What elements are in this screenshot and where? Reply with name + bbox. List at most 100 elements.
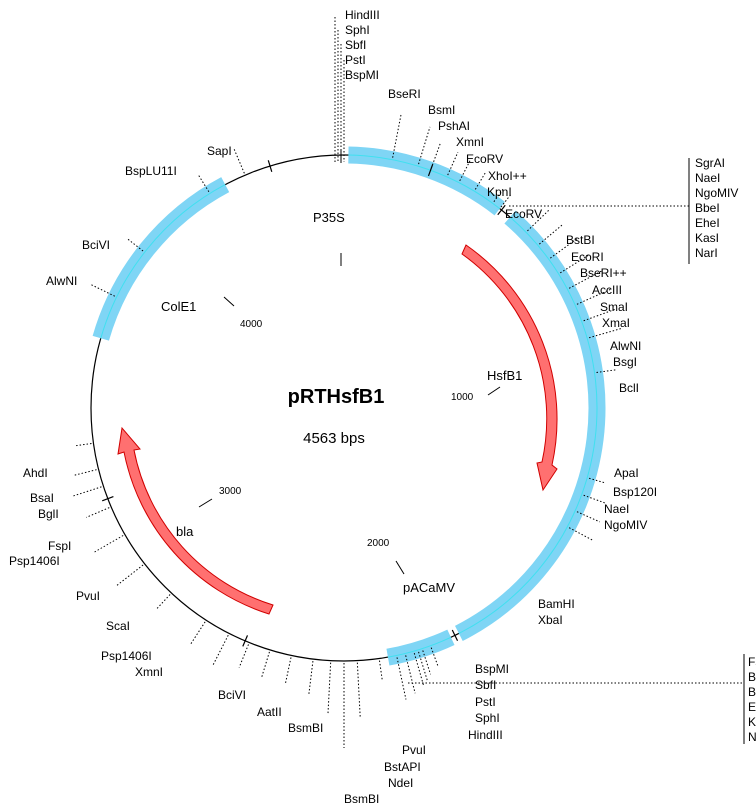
site-leader-33 bbox=[261, 651, 270, 678]
site-bsmi-top: BsmI bbox=[428, 103, 455, 117]
cut-mark-f bbox=[267, 160, 273, 172]
site-psti-top: PstI bbox=[345, 53, 366, 67]
site-leader-47 bbox=[233, 148, 245, 174]
site-ahdi: AhdI bbox=[23, 466, 48, 480]
tick-mark-1000 bbox=[487, 386, 501, 396]
site-leader-8 bbox=[527, 209, 550, 232]
site-leader-27 bbox=[378, 660, 383, 682]
site-bcli: BclI bbox=[619, 381, 639, 395]
site-xmai: XmaI bbox=[602, 316, 630, 330]
cut-mark-c bbox=[451, 629, 459, 642]
site-leader-37 bbox=[155, 594, 171, 611]
site-alwni-right: AlwNI bbox=[610, 339, 641, 353]
site-leader-44 bbox=[91, 284, 116, 297]
bla-arrow bbox=[117, 426, 274, 615]
site-leader-32 bbox=[284, 657, 292, 684]
site-leader-5 bbox=[474, 171, 487, 190]
site-leader-30 bbox=[327, 662, 332, 714]
site-alwni-left: AlwNI bbox=[46, 274, 77, 288]
site-leader-24 bbox=[413, 652, 425, 687]
site-leader-4 bbox=[459, 160, 471, 182]
site-ngomiv-group: NgoMIV bbox=[695, 186, 738, 200]
site-pvui-left: PvuI bbox=[76, 589, 100, 603]
site-leader-18 bbox=[583, 494, 606, 504]
site-leader-7 bbox=[500, 193, 512, 208]
site-psp1406i-bottom: Psp1406I bbox=[101, 649, 152, 663]
site-fspi-left: FspI bbox=[48, 539, 71, 553]
site-leader-40 bbox=[86, 507, 110, 518]
tick-mark-3000 bbox=[198, 498, 213, 508]
arc-p35s-edge bbox=[348, 154, 501, 210]
site-bspmi-lower: BspMI bbox=[475, 662, 509, 676]
site-leader-31 bbox=[308, 661, 314, 696]
site-bseri-top: BseRI bbox=[388, 87, 421, 101]
site-bbei-group: BbeI bbox=[695, 201, 720, 215]
cut-mark-b bbox=[497, 204, 506, 216]
site-bsmbi-bottom: BsmBI bbox=[344, 792, 379, 806]
feature-label-hsfb1: HsfB1 bbox=[487, 368, 522, 383]
site-leader-17 bbox=[588, 477, 606, 484]
tick-label-2000: 2000 bbox=[367, 538, 390, 549]
cut-mark-a bbox=[427, 164, 434, 177]
site-leader-3 bbox=[447, 152, 459, 176]
tick-mark-2000 bbox=[395, 560, 405, 575]
site-hindiii-top: HindIII bbox=[345, 8, 380, 22]
site-ehei-group: EheI bbox=[695, 216, 720, 230]
site-bsplu11i: BspLU11I bbox=[125, 164, 177, 178]
site-sbfi-lower: SbfI bbox=[475, 678, 496, 692]
site-bstapi: BstAPI bbox=[384, 760, 421, 774]
site-bcivi-left: BciVI bbox=[82, 238, 110, 252]
site-leaders bbox=[72, 113, 623, 748]
site-leader-0 bbox=[392, 113, 402, 158]
site-leader-28 bbox=[356, 662, 361, 718]
arc-pacamv bbox=[386, 629, 455, 666]
site-bseri-right: BseRI++ bbox=[580, 266, 627, 280]
site-bsmbi-left: BsmBI bbox=[288, 721, 323, 735]
site-naei-group: NaeI bbox=[695, 171, 720, 185]
site-apai: ApaI bbox=[614, 466, 639, 480]
site-bstbi: BstBI bbox=[566, 233, 595, 247]
hsfb1-arrow bbox=[461, 244, 558, 492]
site-bgli-group: BglI bbox=[748, 670, 756, 684]
arc-cole1-edge bbox=[100, 184, 226, 339]
site-nari-group: NarI bbox=[695, 246, 718, 260]
site-bspmi-top: BspMI bbox=[345, 68, 379, 82]
site-acciii: AccIII bbox=[592, 283, 622, 297]
site-nari-bottom: NarI bbox=[748, 730, 756, 744]
cut-mark-d bbox=[242, 635, 249, 647]
site-bsgi: BsgI bbox=[613, 355, 637, 369]
site-leader-12 bbox=[568, 270, 603, 289]
arc-hsfb1 bbox=[454, 210, 606, 641]
site-sgrai: SgrAI bbox=[695, 156, 725, 170]
site-leader-34 bbox=[238, 644, 249, 668]
site-pshai-top: PshAI bbox=[438, 119, 470, 133]
cut-mark-e bbox=[101, 495, 114, 502]
site-kasi-group: KasI bbox=[695, 231, 719, 245]
site-leader-42 bbox=[73, 469, 97, 476]
site-leader-43 bbox=[75, 442, 92, 447]
site-xbai: XbaI bbox=[538, 613, 563, 627]
right-group-bracket bbox=[509, 158, 690, 264]
site-leader-1 bbox=[418, 126, 431, 165]
site-leader-35 bbox=[212, 634, 229, 665]
tick-mark-4000 bbox=[223, 296, 235, 307]
site-leader-41 bbox=[72, 486, 102, 497]
site-leader-14 bbox=[583, 308, 617, 322]
arc-cole1 bbox=[92, 177, 230, 341]
site-sphi-lower: SphI bbox=[475, 711, 500, 725]
site-leader-23 bbox=[418, 651, 428, 681]
feature-label-pacamv: pACaMV bbox=[403, 580, 455, 595]
site-leader-2 bbox=[430, 142, 441, 169]
bottom-group-bracket bbox=[408, 654, 745, 744]
site-xmni-bottom: XmnI bbox=[135, 665, 163, 679]
site-leader-16 bbox=[596, 369, 618, 374]
site-sbfi-top: SbfI bbox=[345, 38, 366, 52]
site-leader-15 bbox=[588, 327, 623, 339]
feature-label-p35s: P35S bbox=[313, 210, 345, 225]
arc-hsfb1-edge bbox=[458, 216, 598, 634]
site-ecorv-top: EcoRV bbox=[466, 152, 503, 166]
site-aatii: AatII bbox=[257, 705, 282, 719]
top-stack-leader bbox=[334, 17, 345, 163]
site-kasi-bottom: KasI bbox=[748, 715, 756, 729]
